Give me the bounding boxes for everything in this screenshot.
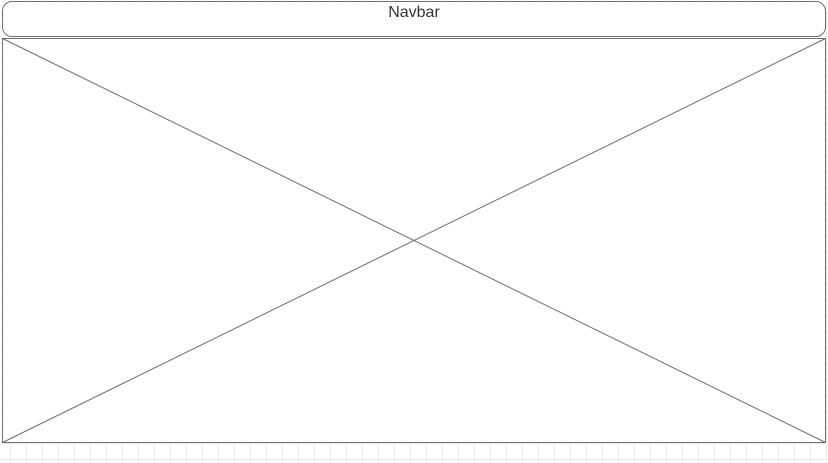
image-placeholder-icon — [2, 38, 826, 443]
image-placeholder[interactable] — [2, 38, 826, 443]
image-placeholder-frame — [2, 38, 826, 443]
placeholder-diagonal-up — [2, 38, 826, 443]
navbar[interactable]: Navbar — [2, 1, 826, 37]
navbar-label: Navbar — [388, 4, 440, 21]
